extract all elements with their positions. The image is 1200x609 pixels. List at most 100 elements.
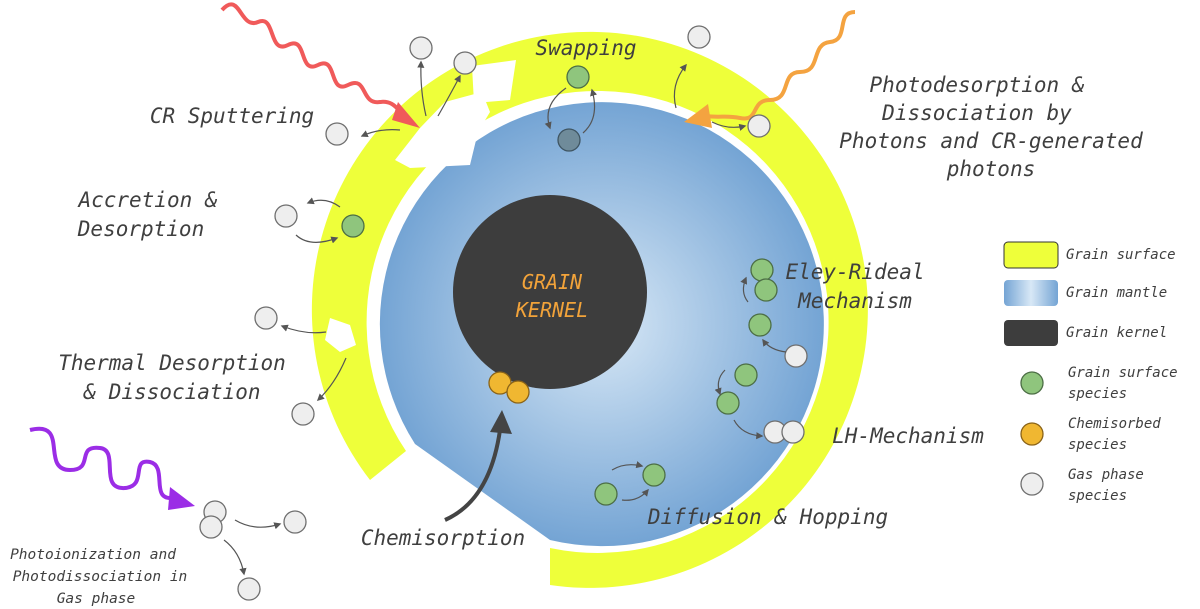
legend-swatch-mantle [1004,280,1058,306]
gas-species [199,515,223,539]
surface-species [642,463,666,487]
arrow [673,63,687,109]
cr-sputtering-crater [395,92,490,168]
photon-wave-arrowhead [684,104,712,128]
legend-mantle-label: Grain mantle [1066,285,1167,301]
label-photoionization-line: Gas phase [57,591,136,607]
legend-gas-line: Gas phase [1068,467,1144,483]
label-swapping: Swapping [535,36,636,60]
arrow [280,324,327,334]
gas-species [254,306,278,330]
label-thermal-line: Thermal Desorption [58,351,286,375]
label-photodesorption-line: photons [946,157,1036,181]
gas-species-group [199,25,808,601]
label-accretion-line: Accretion & [76,188,217,212]
label-eley-rideal-line: Eley-Rideal [785,260,924,284]
kernel-label-line1: GRAIN [522,270,583,294]
surface-species [754,278,778,302]
surface-species-group [341,65,778,506]
surface-species [716,391,740,415]
arrow [544,87,567,130]
label-photodesorption-line: Photons and CR-generated [839,129,1143,153]
gas-species [237,577,261,601]
surface-species [748,313,772,337]
arrow [762,338,787,353]
label-photodesorption-line: Photodesorption & [870,73,1085,97]
gas-species [283,510,307,534]
legend-kernel-label: Grain kernel [1066,325,1167,341]
photon-wave [704,10,856,121]
arrow [714,369,726,396]
arrow [234,519,282,530]
legend-chemisorbed-swatch [1020,422,1044,446]
label-thermal: Thermal Desorption & Dissociation [58,351,286,404]
arrow [621,488,649,501]
arrow [223,539,247,576]
cr-wave-arrowhead [392,102,420,128]
legend-surface-label: Grain surface [1066,247,1176,263]
surface-species [341,214,365,238]
label-cr-sputtering: CR Sputtering [150,104,314,128]
chemisorption-arrow [444,429,502,522]
label-photoionization: Photoionization and Photodissociation in… [10,547,187,607]
label-accretion-line: Desorption [77,217,204,241]
arrow [316,357,347,401]
legend-gas-swatch [1020,472,1044,496]
label-eley-rideal: Eley-Rideal Mechanism [785,260,924,313]
chemisorbed-species [506,380,530,404]
arrow [740,276,749,303]
gas-species [747,114,771,138]
legend-swatch-kernel [1004,320,1058,346]
surface-species [594,482,618,506]
surface-species [566,65,590,89]
label-thermal-line: & Dissociation [82,380,260,404]
label-photodesorption-line: Dissociation by [881,101,1072,125]
cr-wave [220,2,410,120]
legend: Grain surface Grain mantle Grain kernel … [1003,241,1178,504]
surface-species [734,363,758,387]
arrow [711,121,747,131]
arrow [733,419,764,440]
gas-species [687,25,711,49]
arrow [306,197,341,208]
swapped-species [557,128,581,152]
uv-wave [29,426,173,500]
legend-swatch-surface [1003,241,1059,269]
arrow [582,88,598,134]
legend-surface-species-line: species [1068,386,1127,402]
chemisorption-arrowhead [490,410,512,434]
arrow [437,74,461,117]
gas-species [325,122,349,146]
label-lh-mechanism: LH-Mechanism [832,424,984,448]
gas-species [784,344,808,368]
surface-species [750,258,774,282]
arrow [417,60,427,117]
gas-species [274,204,298,228]
legend-surface-species-swatch [1020,371,1044,395]
label-photodesorption: Photodesorption & Dissociation by Photon… [839,73,1143,181]
gas-species [291,402,315,426]
label-chemisorption: Chemisorption [361,526,525,550]
label-photoionization-line: Photoionization and [10,547,176,563]
arrow [611,461,644,471]
label-accretion: Accretion & Desorption [76,188,217,241]
process-arrows [223,60,787,576]
surface-notch-top [472,60,516,103]
arrow [360,129,401,137]
legend-gas-line: species [1068,488,1127,504]
legend-chemisorbed-line: species [1068,437,1127,453]
thermal-notch [325,318,356,352]
label-diffusion: Diffusion & Hopping [647,505,888,529]
label-eley-rideal-line: Mechanism [797,289,912,313]
kernel-label-line2: KERNEL [515,298,588,322]
legend-chemisorbed-line: Chemisorbed [1068,416,1161,432]
legend-surface-species-line: Grain surface [1068,365,1178,381]
uv-wave-arrowhead [168,487,195,510]
grain-kernel [453,195,647,389]
gas-species [453,51,477,75]
gas-species [781,420,805,444]
gas-species [409,36,433,60]
label-photoionization-line: Photodissociation in [13,569,188,585]
arrow [295,234,339,244]
